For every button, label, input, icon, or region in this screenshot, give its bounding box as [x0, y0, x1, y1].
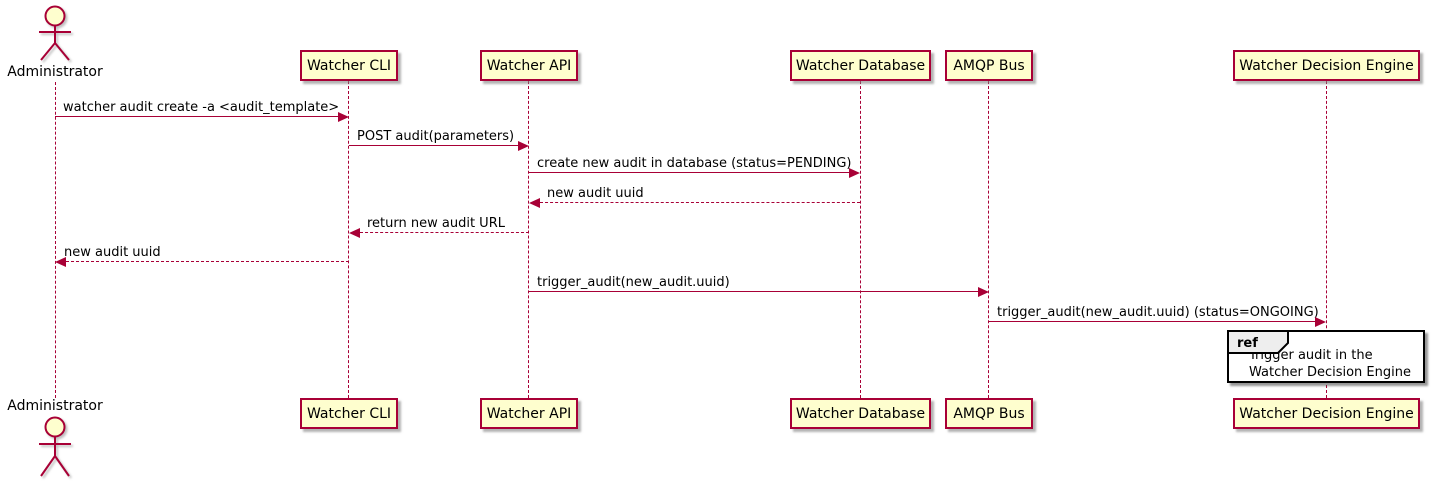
participant-watcher-database-top: Watcher Database	[790, 50, 931, 81]
lifeline-watcher-cli	[348, 81, 349, 398]
lifeline-administrator	[55, 82, 56, 398]
lifeline-amqp-bus	[988, 81, 989, 398]
participant-watcher-decision-engine-top: Watcher Decision Engine	[1233, 50, 1420, 81]
lifeline-watcher-decision-engine	[1326, 81, 1327, 398]
administrator-actor-icon-bottom	[39, 416, 71, 477]
participant-amqp-bus-bottom: AMQP Bus	[945, 398, 1033, 429]
message-6-arrowhead	[55, 257, 66, 267]
message-3-line	[529, 172, 849, 173]
participant-watcher-database-bottom: Watcher Database	[790, 398, 931, 429]
ref-text-line2: Watcher Decision Engine	[1249, 365, 1411, 380]
message-5-arrowhead	[349, 228, 360, 238]
message-8-line	[989, 321, 1315, 322]
ref-tag-label: ref	[1237, 336, 1258, 351]
administrator-actor-icon	[39, 5, 71, 61]
message-5-label: return new audit URL	[367, 216, 505, 231]
message-4-arrowhead	[529, 198, 540, 208]
message-3-arrowhead	[849, 168, 860, 178]
message-1-label: watcher audit create -a <audit_template>	[63, 100, 340, 115]
message-7-label: trigger_audit(new_audit.uuid)	[537, 275, 730, 290]
participant-watcher-api-bottom: Watcher API	[480, 398, 578, 429]
message-7-arrowhead	[978, 287, 989, 297]
message-5-line	[360, 232, 529, 233]
message-2-arrowhead	[518, 141, 529, 151]
ref-fragment-text: Trigger audit in the Watcher Decision En…	[1229, 332, 1423, 381]
message-8-label: trigger_audit(new_audit.uuid) (status=ON…	[997, 305, 1319, 320]
ref-tag: ref	[1227, 330, 1289, 354]
message-1-arrowhead	[338, 112, 349, 122]
lifeline-watcher-api	[528, 81, 529, 398]
message-2-label: POST audit(parameters)	[357, 129, 515, 144]
ref-fragment: ref Trigger audit in the Watcher Decisio…	[1227, 330, 1425, 383]
message-7-line	[529, 291, 978, 292]
participant-watcher-cli-bottom: Watcher CLI	[300, 398, 398, 429]
message-1-line	[55, 116, 338, 117]
message-6-line	[66, 261, 349, 262]
participant-watcher-cli-top: Watcher CLI	[300, 50, 398, 81]
participant-watcher-decision-engine-bottom: Watcher Decision Engine	[1233, 398, 1420, 429]
message-8-arrowhead	[1315, 317, 1326, 327]
message-3-label: create new audit in database (status=PEN…	[537, 156, 852, 171]
participant-amqp-bus-top: AMQP Bus	[945, 50, 1033, 81]
actor-administrator-label-top: Administrator	[7, 64, 103, 80]
message-4-line	[540, 202, 860, 203]
message-2-line	[349, 145, 518, 146]
lifeline-watcher-database	[860, 81, 861, 398]
participant-watcher-api-top: Watcher API	[480, 50, 578, 81]
message-6-label: new audit uuid	[64, 245, 161, 260]
actor-administrator-label-bottom: Administrator	[7, 398, 103, 414]
message-4-label: new audit uuid	[547, 186, 644, 201]
